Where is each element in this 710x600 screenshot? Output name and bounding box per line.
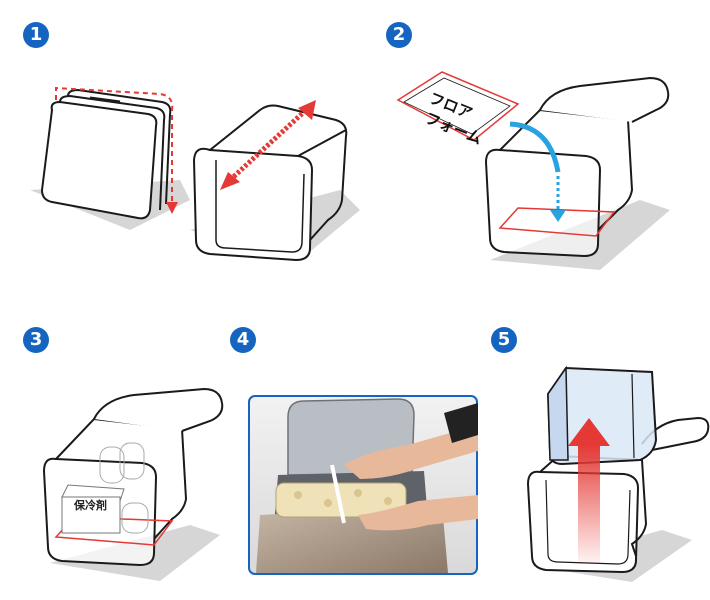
bag-with-cooler-icon: 保冷剤: [42, 387, 224, 581]
curved-blue-arrow-icon: [509, 121, 566, 222]
step-2-illustration: フロア フォーム: [396, 71, 670, 270]
insulated-liner-icon: [546, 365, 658, 466]
dashed-red-arrow-icon: [55, 86, 178, 214]
step-5-illustration: [526, 365, 710, 582]
expanded-cube-icon: [190, 104, 360, 262]
red-up-arrow-icon: [568, 418, 610, 564]
step-4-photo: [248, 395, 478, 575]
double-headed-red-arrow-icon: [220, 100, 316, 190]
step-4-badge: 4: [230, 327, 256, 353]
step-1-illustration: [30, 86, 360, 262]
step-2-badge: 2: [386, 22, 412, 48]
step-3-illustration: 保冷剤: [42, 387, 224, 581]
step-1-badge: 1: [23, 22, 49, 48]
ice-pack-label: 保冷剤: [73, 498, 107, 512]
step-3-badge: 3: [23, 327, 49, 353]
folded-bag-icon: [30, 88, 190, 230]
step-5-badge: 5: [491, 327, 517, 353]
floor-foam-board: フロア フォーム: [396, 71, 520, 148]
open-bag-icon: [484, 76, 670, 270]
